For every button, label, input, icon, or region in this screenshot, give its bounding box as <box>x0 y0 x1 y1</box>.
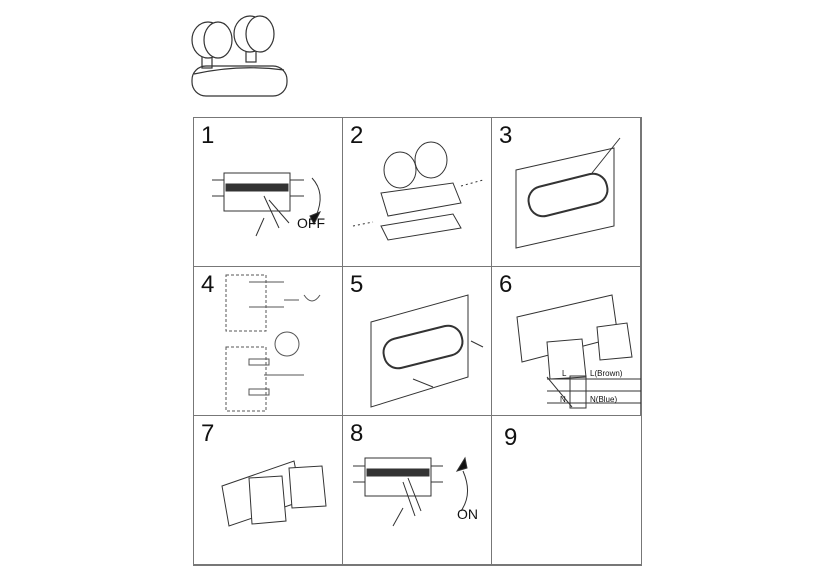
step-9-panel: 9 <box>492 416 641 565</box>
step-2-panel: 2 <box>343 118 492 267</box>
step-number: 5 <box>350 271 364 298</box>
lamp-disassembly-illustration <box>352 141 484 241</box>
assembled-lamp-illustration <box>221 460 327 527</box>
drilling-and-plugs-illustration <box>225 274 321 412</box>
step-6-panel: 6 L L(Brown) N N(Blue) <box>492 267 641 416</box>
step-5-panel: 5 <box>343 267 492 416</box>
step-number: 3 <box>499 122 513 149</box>
wire-label-n: N <box>560 395 566 404</box>
step-1-panel: 1 OFF <box>194 118 343 267</box>
off-label: OFF <box>297 215 325 231</box>
circuit-breaker-on-illustration <box>353 456 468 527</box>
step-number: 7 <box>201 420 215 447</box>
on-label: ON <box>457 506 478 522</box>
step-8-panel: 8 ON <box>343 416 492 565</box>
step-3-panel: 3 <box>492 118 641 267</box>
wire-label-brown: L(Brown) <box>590 369 623 378</box>
step-number: 2 <box>350 122 364 149</box>
mount-base-illustration <box>370 294 484 408</box>
wall-marking-illustration <box>515 137 621 249</box>
circuit-breaker-off-illustration <box>212 172 322 237</box>
step-4-panel: 4 <box>194 267 343 416</box>
step-number: 8 <box>350 420 364 447</box>
product-illustration <box>184 4 294 104</box>
step-number: 9 <box>504 424 518 451</box>
step-number: 4 <box>201 271 215 298</box>
wire-label-l: L <box>562 369 567 378</box>
step-number: 6 <box>499 271 513 298</box>
wiring-connection-illustration <box>516 294 641 409</box>
instruction-grid: 1 OFF 2 3 4 <box>193 117 642 566</box>
step-number: 1 <box>201 122 215 149</box>
step-7-panel: 7 <box>194 416 343 565</box>
wire-label-blue: N(Blue) <box>590 395 618 404</box>
